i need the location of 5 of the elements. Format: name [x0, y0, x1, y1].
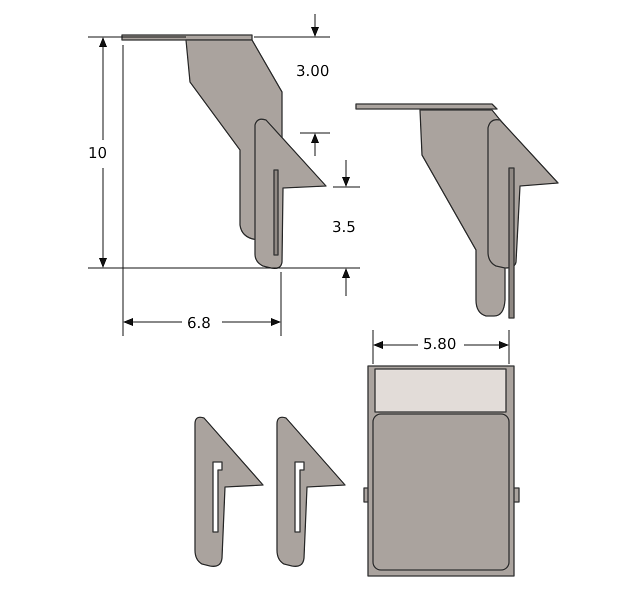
dimension-value: 5.80 [423, 337, 456, 352]
dimension-value: 3.00 [296, 64, 330, 79]
dimension-value: 3.5 [332, 220, 356, 235]
dimension-value: 6.8 [187, 316, 211, 331]
dimension-value: 10 [88, 146, 108, 161]
